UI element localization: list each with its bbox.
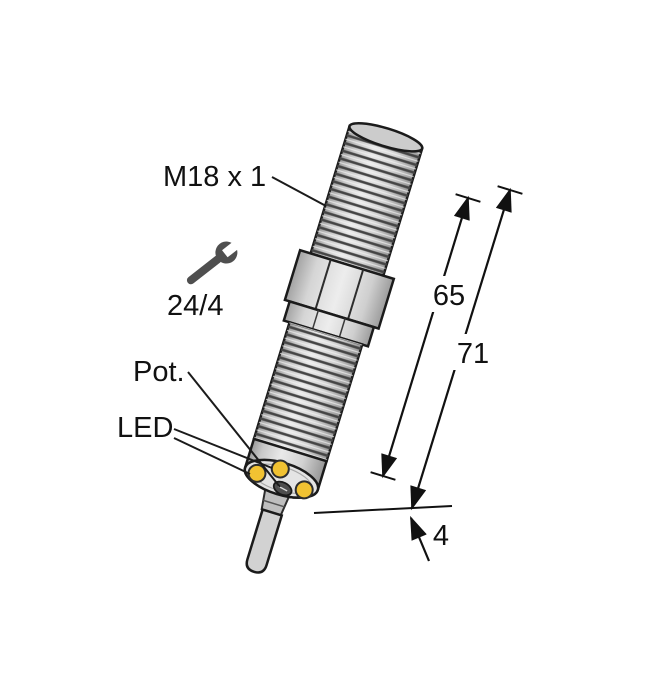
wrench-callout: 24/4 [167,239,242,322]
dimension-4-arrow [409,515,431,562]
dimension-4-extension-line [313,505,453,514]
led-leader-1 [173,428,273,469]
sensor-face [243,458,320,500]
dimension-4-value: 4 [433,520,449,552]
pot-leader [187,371,281,488]
wrench-icon [186,239,242,285]
dimension-71-value: 71 [457,338,489,370]
pot-label: Pot. [133,356,185,388]
cable [245,508,284,574]
pot-callout: Pot. [133,356,281,488]
led-label: LED [117,412,173,444]
dimension-71-halo [450,334,496,370]
led-indicator-1 [247,463,267,483]
led-indicator-2 [270,459,290,479]
thread-section-upper [309,122,424,278]
wrench-size-label: 24/4 [167,290,223,322]
thread-spec-label: M18 x 1 [163,161,266,193]
thread-end-face [348,122,424,153]
dimension-65-value: 65 [433,280,465,312]
thread-spec-leader [271,176,327,207]
thread-section-lower [252,320,364,463]
led-callout: LED [117,412,273,475]
led-indicator-3 [294,480,314,500]
led-leader-2 [173,437,251,475]
thread-spec-callout: M18 x 1 [163,161,327,207]
dimension-overall-length: 71 [410,185,523,511]
dimension-face-offset: 4 [313,505,453,562]
